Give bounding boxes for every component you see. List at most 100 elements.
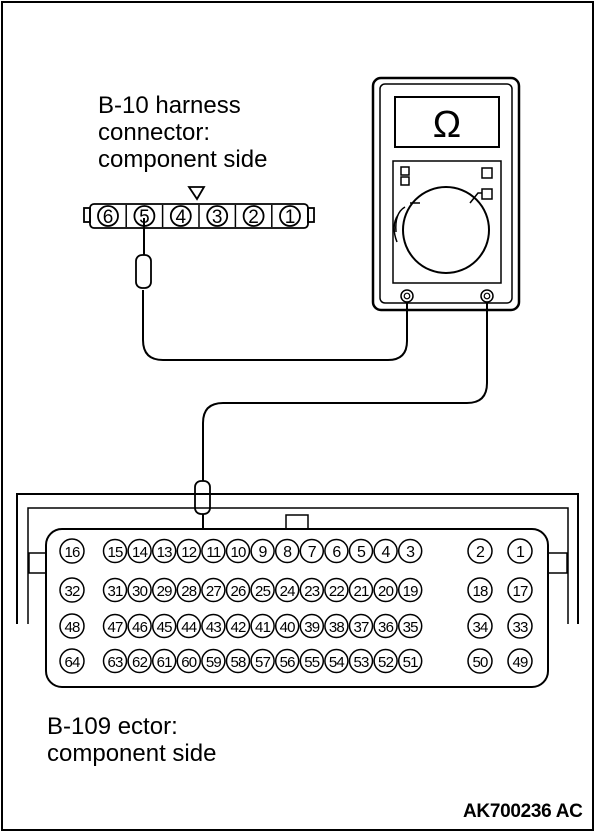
figure-code: AK700236 AC xyxy=(463,801,583,822)
b109-pin-2 xyxy=(467,538,493,564)
b109-pin-label: 36 xyxy=(378,619,394,636)
multimeter-display xyxy=(394,96,500,148)
b109-shell-inner-line xyxy=(27,507,569,624)
b109-pin-42 xyxy=(225,613,251,639)
b10-pin-label: 5 xyxy=(139,207,150,228)
b10-pin-label: 4 xyxy=(176,207,187,228)
b109-pin-10 xyxy=(225,538,251,564)
b10-pin-label: 6 xyxy=(103,207,114,228)
b109-pin-16 xyxy=(59,538,85,564)
b109-pin-41 xyxy=(250,613,275,639)
b109-pin-label: 53 xyxy=(353,654,369,671)
b10-connector-label: B-10 harness connector: component side xyxy=(98,92,267,173)
b109-pin-6 xyxy=(324,538,349,564)
b109-pin-53 xyxy=(348,648,374,674)
b109-pin-label: 5 xyxy=(357,544,366,561)
dial-range-mark-2 xyxy=(393,214,399,243)
b10-pin-label: 1 xyxy=(285,207,296,228)
b109-pin-label: 60 xyxy=(181,654,197,671)
b109-pin-50 xyxy=(467,648,493,674)
b109-pin-17 xyxy=(507,577,533,603)
b109-pin-label: 39 xyxy=(304,619,320,636)
b109-pin-label: 58 xyxy=(230,654,246,671)
b109-pin-62 xyxy=(127,648,152,674)
b10-pin-2 xyxy=(242,205,265,227)
b109-pin-22 xyxy=(324,577,349,603)
b10-label-line-3: component side xyxy=(98,146,268,173)
b109-pin-label: 57 xyxy=(255,654,271,671)
b109-pin-label: 61 xyxy=(157,654,173,671)
b10-body xyxy=(89,203,309,229)
b109-pin-label: 14 xyxy=(132,544,148,561)
b109-pin-label: 44 xyxy=(181,619,197,636)
b109-pin-63 xyxy=(102,648,128,674)
b10-label-line-1: B-10 harness xyxy=(98,92,241,119)
multimeter-panel xyxy=(392,160,502,284)
b109-pin-56 xyxy=(274,648,300,674)
b109-pin-43 xyxy=(201,613,226,639)
b109-pin-label: 4 xyxy=(382,544,391,561)
b109-pin-32 xyxy=(59,577,85,603)
b109-pin-51 xyxy=(397,648,423,674)
b109-pin-52 xyxy=(373,648,398,674)
b109-pin-28 xyxy=(176,577,202,603)
b109-pin-8 xyxy=(274,538,300,564)
b109-pin-label: 50 xyxy=(472,654,488,671)
b109-label-line-1: B-109 ector: xyxy=(47,713,178,740)
b109-pin-61 xyxy=(151,648,177,674)
b109-pin-21 xyxy=(348,577,374,603)
multimeter-indicator-left-bottom xyxy=(400,176,410,186)
b109-pin-label: 22 xyxy=(329,583,345,600)
b109-pin-37 xyxy=(348,613,374,639)
b109-pin-label: 41 xyxy=(255,619,271,636)
b109-pin-label: 48 xyxy=(64,619,80,636)
b109-outer-shell xyxy=(16,493,579,624)
b109-pin-label: 64 xyxy=(64,654,80,671)
b109-pin-label: 40 xyxy=(280,619,296,636)
b109-pin-label: 46 xyxy=(132,619,148,636)
b109-pin-label: 29 xyxy=(157,583,173,600)
b109-pin-label: 38 xyxy=(329,619,345,636)
b10-lock-triangle xyxy=(187,186,206,201)
b109-pin-26 xyxy=(225,577,251,603)
b109-pin-label: 42 xyxy=(230,619,246,636)
b109-pin-18 xyxy=(467,577,493,603)
multimeter-indicator-right-bottom xyxy=(481,188,493,200)
b109-pin-15 xyxy=(102,538,128,564)
multimeter-dial xyxy=(402,186,490,274)
b109-pin-label: 11 xyxy=(206,544,220,561)
b109-pin-label: 15 xyxy=(107,544,123,561)
b109-pin-57 xyxy=(250,648,275,674)
b109-pin-7 xyxy=(299,538,325,564)
b109-pin-label: 52 xyxy=(378,654,394,671)
b109-pin-label: 59 xyxy=(206,654,222,671)
b109-pin-30 xyxy=(127,577,152,603)
multimeter-body xyxy=(371,76,521,312)
b109-pin-label: 31 xyxy=(107,583,123,600)
b109-pin-label: 24 xyxy=(280,583,296,600)
b109-pin-5 xyxy=(348,538,374,564)
b109-pin-40 xyxy=(274,613,300,639)
multimeter-indicator-left-top xyxy=(400,166,410,176)
b109-right-latch xyxy=(547,552,568,574)
b109-pin-label: 37 xyxy=(353,619,369,636)
b109-pin-38 xyxy=(324,613,349,639)
b109-pin-24 xyxy=(274,577,300,603)
b109-pin-label: 21 xyxy=(353,583,369,600)
b109-pin-58 xyxy=(225,648,251,674)
b109-pin-60 xyxy=(176,648,202,674)
b109-pin-label: 27 xyxy=(206,583,222,600)
b109-pin-label: 13 xyxy=(157,544,173,561)
b109-pin-label: 54 xyxy=(329,654,345,671)
b109-pin-1 xyxy=(507,538,533,564)
b10-label-line-2: connector: xyxy=(98,119,211,146)
b109-pin-20 xyxy=(373,577,398,603)
b109-pin-label: 2 xyxy=(476,544,485,561)
b109-key xyxy=(285,514,309,530)
dial-range-mark-4 xyxy=(469,192,482,204)
b109-pin-label: 43 xyxy=(206,619,222,636)
b10-pin-label: 2 xyxy=(248,207,259,228)
b109-pin-12 xyxy=(176,538,202,564)
